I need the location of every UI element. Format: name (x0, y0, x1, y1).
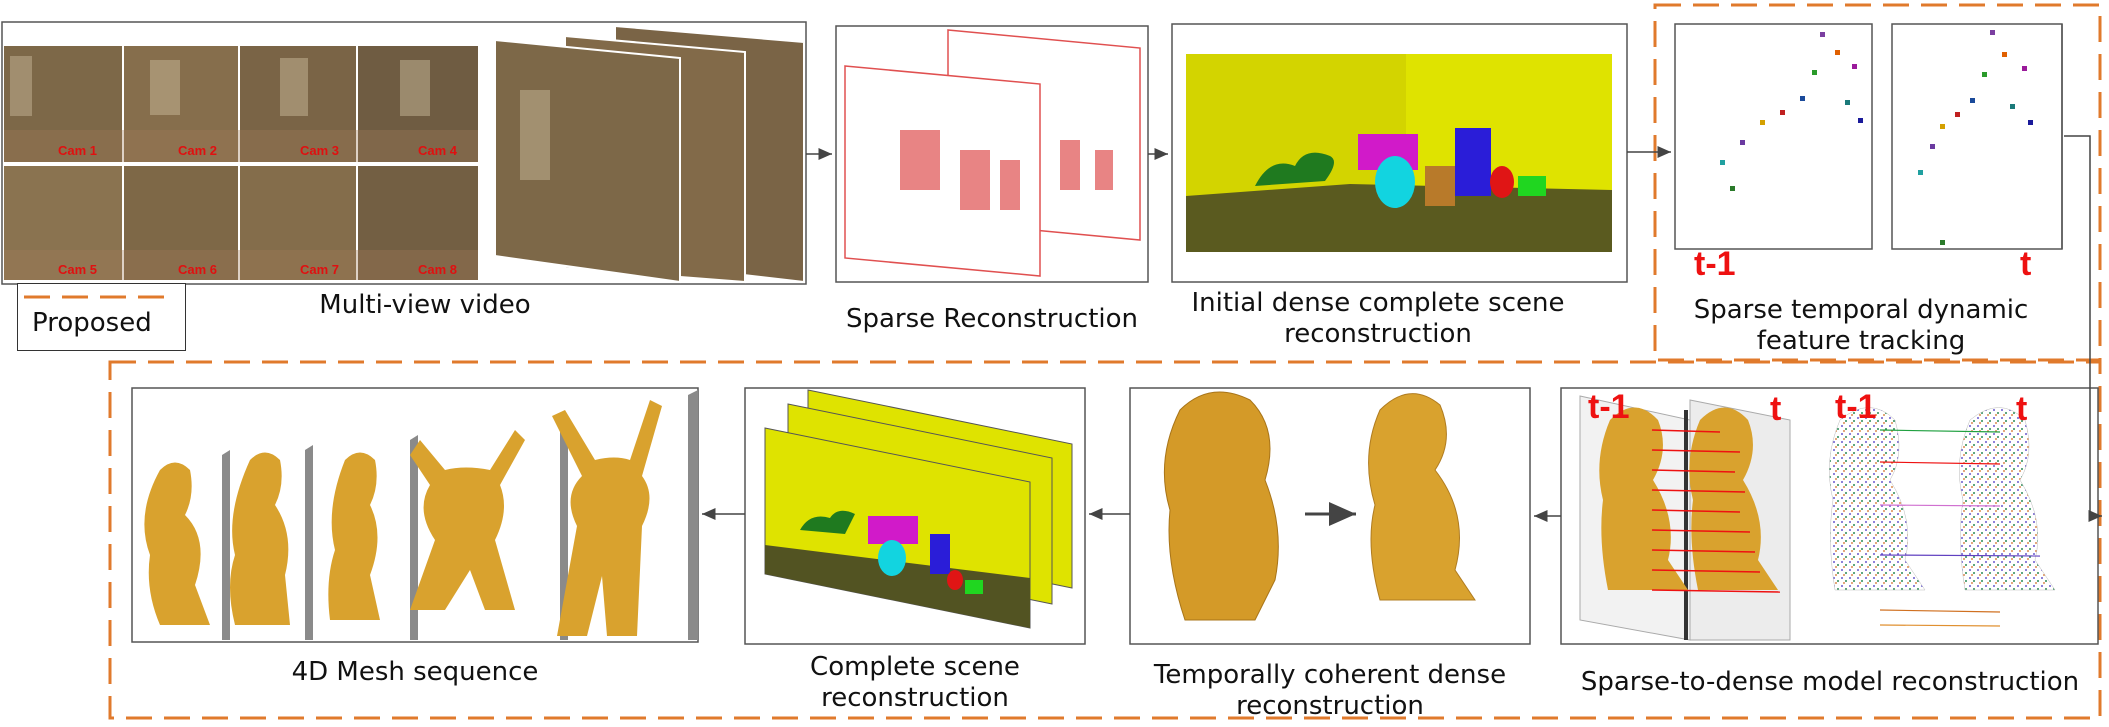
frame-label-curr: t (2020, 245, 2032, 283)
camera-label: Cam 6 (178, 262, 218, 277)
point-cloud-curr (1959, 407, 2056, 591)
point-cloud-prev (1829, 407, 1926, 591)
tracking-frame-prev (1674, 23, 1873, 250)
proposed-region-bottom (108, 360, 2102, 720)
camera-label: Cam 2 (178, 143, 218, 158)
frame-label-prev: t-1 (1694, 245, 1736, 283)
mesh-walls (222, 390, 698, 640)
frame-label-prev: t-1 (1835, 388, 1877, 426)
camera-label: Cam 4 (418, 143, 458, 158)
camera-label: Cam 1 (58, 143, 98, 158)
mesh-figure (1689, 407, 1778, 590)
proposed-region-top (1653, 3, 2102, 362)
coarse-mesh (1163, 391, 1279, 621)
caption-initial-dense: Initial dense complete scene reconstruct… (1191, 288, 1565, 349)
mesh-poses (144, 400, 662, 636)
caption-sparse-tracking: Sparse temporal dynamic feature tracking (1693, 295, 2029, 356)
flow-arrows (702, 135, 2102, 526)
frame-label-curr: t (1770, 390, 1782, 428)
scene-objects (1255, 128, 1546, 208)
camera-label: Cam 3 (300, 143, 340, 158)
legend-label: Proposed (32, 308, 152, 338)
scene-floor (1186, 184, 1612, 252)
caption-complete-scene: Complete scene reconstruction (810, 652, 1020, 713)
camera-thumb (124, 166, 238, 280)
scene-frames (764, 389, 1073, 629)
camera-label: Cam 8 (418, 262, 458, 277)
camera-label: Cam 5 (58, 262, 98, 277)
caption-multiview: Multi-view video (319, 290, 531, 320)
caption-temporal-dense: Temporally coherent dense reconstruction (1153, 660, 1507, 721)
caption-mesh-sequence: 4D Mesh sequence (291, 657, 539, 687)
camera-thumb (124, 46, 238, 162)
camera-label: Cam 7 (300, 262, 340, 277)
caption-sparse-to-dense: Sparse-to-dense model reconstruction (1580, 667, 2080, 697)
mesh-figure (1599, 407, 1688, 590)
tracking-frame-curr (1891, 23, 2063, 250)
sparse-frame-front (844, 65, 1041, 277)
frame-label-curr: t (2016, 390, 2028, 428)
camera-thumb (358, 166, 478, 280)
camera-thumb (240, 166, 356, 280)
frame-label-prev: t-1 (1588, 388, 1630, 426)
correspondence-arrows (1651, 429, 1781, 593)
legend-dash (24, 295, 174, 299)
tracked-features (1720, 30, 2033, 245)
refined-mesh (1368, 393, 1476, 601)
sparse-points (900, 130, 1113, 210)
camera-thumb (4, 166, 122, 280)
legend (17, 283, 186, 351)
point-correspondences (1879, 429, 2041, 627)
caption-sparse: Sparse Reconstruction (845, 304, 1139, 334)
camera-grid (4, 46, 478, 280)
video-frames (494, 24, 805, 284)
